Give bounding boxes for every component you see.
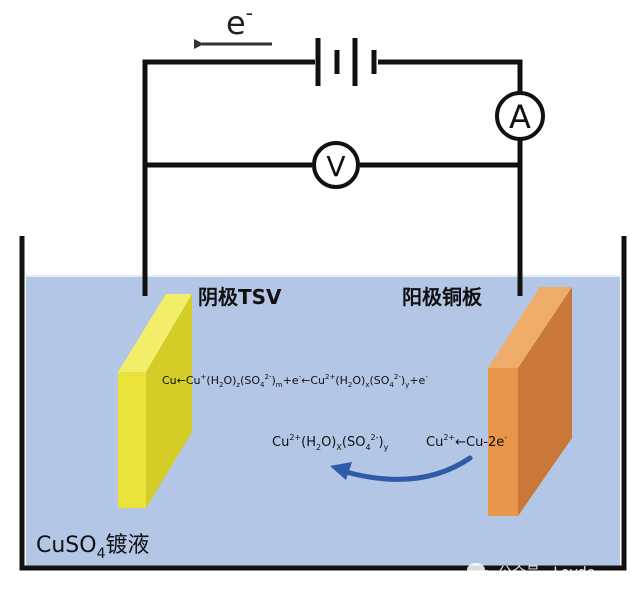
anode-plate [488,287,572,516]
cathode-side-face [146,294,192,508]
cathode-reaction-equation: Cu←Cu+(H2O)z(SO42-)m+e-←Cu2+(H2O)x(SO42-… [162,373,428,389]
left-wire [142,59,315,296]
circuit-wires [142,59,523,296]
ion-migration-arrowhead [330,462,352,480]
anode-label: 阳极铜板 [402,285,483,309]
copper-complex-label: Cu2+(H2O)X(SO42-)y [272,433,389,452]
anode-top-face [488,287,572,368]
right-wire [378,59,523,92]
svg-text:V: V [326,150,345,183]
voltmeter-icon: V [312,141,360,189]
cathode-top-face [118,294,192,372]
cathode-label: 阴极TSV [198,285,282,309]
electron-label: e- [226,1,253,42]
svg-text:A: A [509,98,531,136]
watermark: 公众号 · Loyde [467,563,595,582]
electrolyte-label: CuSO4镀液 [36,533,150,562]
ammeter-icon: A [495,91,545,141]
wechat-icon [467,563,494,582]
battery-icon [315,38,377,86]
ion-migration-curve [343,455,473,482]
anode-side-face [518,287,572,516]
cathode-plate [118,294,192,508]
anode-reaction-label: Cu2+←Cu-2e- [426,433,507,450]
tank-outline [19,236,627,571]
cathode-front-face [118,372,146,508]
anode-front-face [488,368,518,516]
watermark-text: 公众号 · Loyde [498,565,595,581]
